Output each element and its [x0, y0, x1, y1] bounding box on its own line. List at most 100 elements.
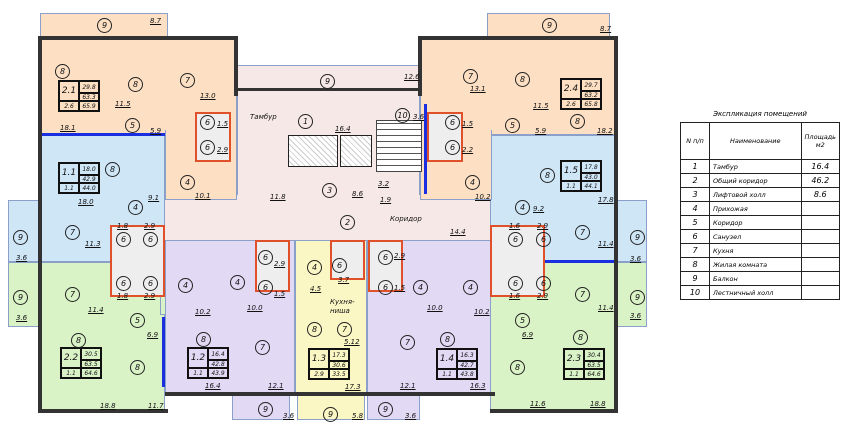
- wall: [38, 36, 238, 40]
- room-area-label: 1.6: [509, 222, 521, 230]
- legend-cell-name: Лестничный холл: [709, 285, 802, 300]
- room-area-label: 17.3: [345, 383, 361, 391]
- room-number-marker: 7: [463, 69, 478, 84]
- tambur-label: Тамбур: [250, 113, 277, 121]
- room-area-label: 2.9: [144, 222, 156, 230]
- legend-cell-n: 6: [680, 229, 710, 244]
- room-area-label: 1.9: [380, 196, 392, 204]
- room-number-marker: 2: [340, 215, 355, 230]
- room-number-marker: 9: [323, 407, 338, 422]
- room-number-marker: 8: [55, 64, 70, 79]
- legend-cell-area: [800, 243, 841, 258]
- room-number-marker: 6: [143, 232, 158, 247]
- corridor-label: Коридор: [390, 215, 422, 223]
- room-number-marker: 8: [71, 333, 86, 348]
- room-number-marker: 6: [378, 280, 393, 295]
- room-area-label: 10.2: [475, 193, 491, 201]
- room-area-label: 18.1: [60, 124, 76, 132]
- room-number-marker: 8: [128, 77, 143, 92]
- room-number-marker: 8: [540, 168, 555, 183]
- partition-line: [162, 317, 165, 387]
- room-area-label: 3.6: [630, 255, 642, 263]
- room-number-marker: 6: [508, 276, 523, 291]
- staircase: [376, 120, 422, 172]
- room-area-label: 5.8: [352, 412, 364, 420]
- room-area-label: 16.4: [335, 125, 351, 133]
- room-number-marker: 6: [536, 232, 551, 247]
- room-number-marker: 8: [510, 360, 525, 375]
- wall: [418, 36, 422, 96]
- legend-cell-name: Коридор: [709, 215, 802, 230]
- room-area-label: 3.6: [16, 314, 28, 322]
- room-number-marker: 7: [400, 335, 415, 350]
- room-area-label: 11.7: [148, 402, 164, 410]
- room-number-marker: 5: [130, 313, 145, 328]
- wall: [418, 36, 618, 40]
- header-name: Наименование: [709, 122, 802, 160]
- room-area-label: 6.9: [522, 331, 534, 339]
- room-area-label: 16.3: [470, 382, 486, 390]
- room-number-marker: 4: [465, 175, 480, 190]
- room-area-label: 8.7: [600, 25, 612, 33]
- room-area-label: 2.9: [274, 260, 286, 268]
- room-area-label: 1.6: [509, 292, 521, 300]
- room-area-label: 11.5: [533, 102, 549, 110]
- room-area-label: 11.3: [85, 240, 101, 248]
- room-number-marker: 4: [307, 260, 322, 275]
- legend-cell-name: Кухня: [709, 243, 802, 258]
- room-number-marker: 4: [515, 200, 530, 215]
- legend-cell-area: [800, 271, 841, 286]
- partition-line: [42, 133, 165, 136]
- room-number-marker: 7: [180, 73, 195, 88]
- room-number-marker: 9: [258, 402, 273, 417]
- legend-cell-name: Лифтовой холл: [709, 187, 802, 202]
- room-number-marker: 9: [97, 18, 112, 33]
- legend-cell-name: Санузел: [709, 229, 802, 244]
- room-area-label: 18.2: [597, 127, 613, 135]
- legend-cell-name: Жилая комната: [709, 257, 802, 272]
- room-number-marker: 8: [105, 162, 120, 177]
- room-area-label: 3.6: [630, 312, 642, 320]
- room-number-marker: 6: [445, 115, 460, 130]
- room-area-label: 2.9: [144, 292, 156, 300]
- room-number-marker: 7: [65, 225, 80, 240]
- legend-cell-n: 10: [680, 285, 710, 300]
- room-number-marker: 6: [445, 140, 460, 155]
- room-area-label: 2.9: [217, 146, 229, 154]
- room-number-marker: 6: [116, 232, 131, 247]
- wall: [237, 88, 420, 91]
- header-number: N п/п: [680, 122, 710, 160]
- legend-cell-n: 2: [680, 173, 710, 188]
- legend-cell-area: [800, 215, 841, 230]
- room-number-marker: 5: [125, 118, 140, 133]
- room-area-label: 11.4: [88, 306, 104, 314]
- room-area-label: 17.8: [598, 196, 614, 204]
- room-area-label: 6.9: [147, 331, 159, 339]
- legend-cell-area: 46.2: [800, 173, 841, 188]
- room-area-label: 11.4: [598, 240, 614, 248]
- room-area-label: 12.6: [404, 73, 420, 81]
- legend-cell-n: 7: [680, 243, 710, 258]
- legend-cell-name: Прихожая: [709, 201, 802, 216]
- room-number-marker: 6: [200, 115, 215, 130]
- room-number-marker: 6: [258, 250, 273, 265]
- room-number-marker: 9: [630, 290, 645, 305]
- room-number-marker: 9: [13, 230, 28, 245]
- room-number-marker: 7: [65, 287, 80, 302]
- room-area-label: 10.2: [474, 308, 490, 316]
- legend-cell-area: [800, 229, 841, 244]
- room-number-marker: 6: [508, 232, 523, 247]
- room-number-marker: 4: [128, 200, 143, 215]
- legend-cell-n: 4: [680, 201, 710, 216]
- room-number-marker: 4: [463, 280, 478, 295]
- room-number-marker: 4: [230, 275, 245, 290]
- room-number-marker: 9: [320, 74, 335, 89]
- room-area-label: 3.6: [405, 412, 417, 420]
